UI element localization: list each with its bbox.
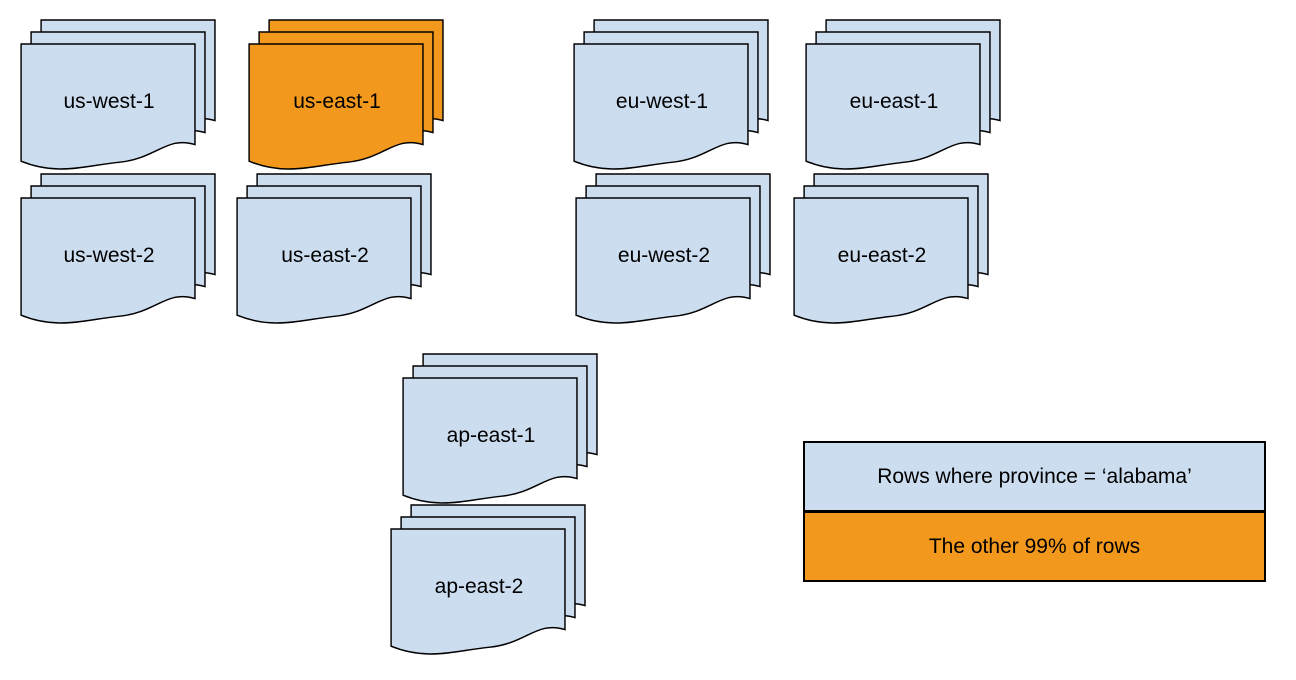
region-label: ap-east-2: [434, 574, 524, 598]
region-label: eu-west-1: [615, 89, 709, 113]
region-label: eu-east-2: [837, 243, 927, 267]
region-stack-eu-east-2: eu-east-2: [793, 173, 995, 327]
region-stack-ap-east-1: ap-east-1: [402, 353, 604, 507]
region-stack-us-west-2: us-west-2: [20, 173, 222, 327]
region-label: ap-east-1: [446, 423, 536, 447]
region-stack-eu-west-1: eu-west-1: [573, 19, 775, 173]
region-stack-us-east-2: us-east-2: [236, 173, 438, 327]
legend-item-other-rows: The other 99% of rows: [805, 510, 1264, 580]
legend: Rows where province = ‘alabama’ The othe…: [803, 441, 1266, 582]
region-label: eu-east-1: [849, 89, 939, 113]
region-stack-us-west-1: us-west-1: [20, 19, 222, 173]
region-label: us-east-1: [293, 89, 381, 113]
region-stack-us-east-1: us-east-1: [248, 19, 450, 173]
legend-item-alabama-rows: Rows where province = ‘alabama’: [805, 443, 1264, 510]
region-stack-eu-east-1: eu-east-1: [805, 19, 1007, 173]
region-stack-ap-east-2: ap-east-2: [390, 504, 592, 658]
region-label: us-west-1: [63, 89, 155, 113]
region-stack-eu-west-2: eu-west-2: [575, 173, 777, 327]
region-label: us-east-2: [281, 243, 369, 267]
region-label: eu-west-2: [617, 243, 711, 267]
region-label: us-west-2: [63, 243, 155, 267]
